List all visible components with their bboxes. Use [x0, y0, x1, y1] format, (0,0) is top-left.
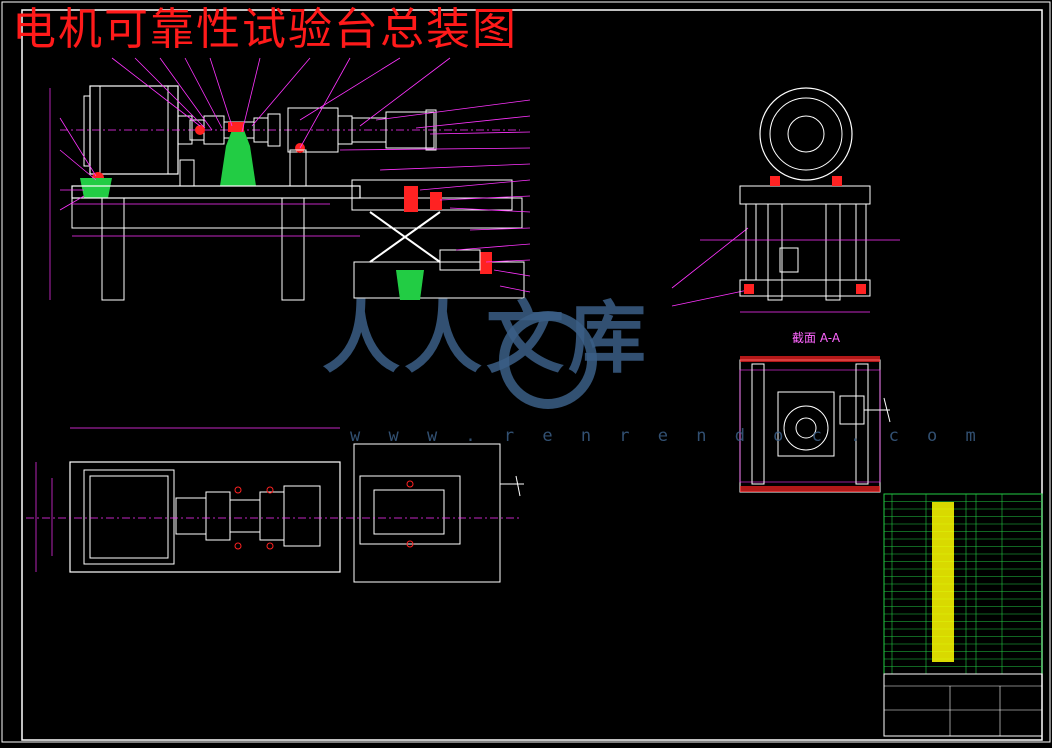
circle-swirl-logo-icon [499, 311, 597, 409]
base-plate [71, 185, 361, 199]
watermark-url: w w w . r e n r e n d o c . c o m [350, 426, 985, 446]
section-view [739, 356, 891, 493]
drawing-title: 电机可靠性试验台总装图 [12, 4, 518, 55]
watermark-brand: 人人文库 [322, 294, 651, 384]
section-label: 截面 A-A [792, 331, 841, 345]
parts-list-table [883, 493, 1043, 737]
leader-lines [59, 57, 749, 307]
top-view [26, 427, 524, 583]
drawing-frame-inner [21, 9, 1043, 741]
side-view [700, 87, 900, 313]
bearing-support [220, 146, 256, 186]
front-view [49, 85, 525, 301]
